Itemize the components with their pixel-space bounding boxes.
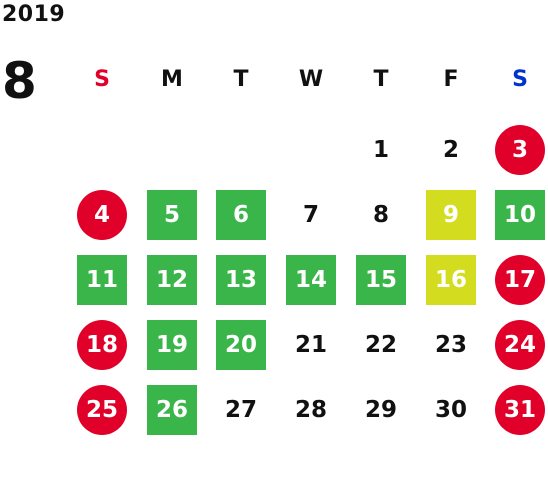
- day-cell-9[interactable]: 9: [426, 190, 476, 240]
- day-cell-7[interactable]: 7: [302, 202, 319, 228]
- day-cell-3[interactable]: 3: [495, 125, 545, 175]
- day-cell-14[interactable]: 14: [286, 255, 336, 305]
- weekday-header-weekday: M: [161, 67, 183, 92]
- day-cell-16[interactable]: 16: [426, 255, 476, 305]
- day-cell-8[interactable]: 8: [372, 202, 389, 228]
- calendar-month: 8: [2, 52, 37, 110]
- day-cell-21[interactable]: 21: [294, 332, 327, 358]
- day-cell-4[interactable]: 4: [77, 190, 127, 240]
- day-cell-20[interactable]: 20: [216, 320, 266, 370]
- day-cell-31[interactable]: 31: [495, 385, 545, 435]
- day-cell-11[interactable]: 11: [77, 255, 127, 305]
- day-cell-17[interactable]: 17: [495, 255, 545, 305]
- day-cell-13[interactable]: 13: [216, 255, 266, 305]
- day-cell-18[interactable]: 18: [77, 320, 127, 370]
- calendar-year: 2019: [2, 2, 66, 27]
- day-cell-29[interactable]: 29: [364, 397, 397, 423]
- day-cell-2[interactable]: 2: [442, 137, 459, 163]
- day-cell-1[interactable]: 1: [372, 137, 389, 163]
- day-cell-30[interactable]: 30: [434, 397, 467, 423]
- day-cell-25[interactable]: 25: [77, 385, 127, 435]
- weekday-header-weekday: F: [443, 67, 459, 92]
- day-cell-19[interactable]: 19: [147, 320, 197, 370]
- day-cell-10[interactable]: 10: [495, 190, 545, 240]
- day-cell-12[interactable]: 12: [147, 255, 197, 305]
- day-cell-15[interactable]: 15: [356, 255, 406, 305]
- day-cell-6[interactable]: 6: [216, 190, 266, 240]
- day-cell-27[interactable]: 27: [224, 397, 257, 423]
- weekday-header-weekday: T: [373, 67, 389, 92]
- day-cell-23[interactable]: 23: [434, 332, 467, 358]
- day-cell-22[interactable]: 22: [364, 332, 397, 358]
- day-cell-28[interactable]: 28: [294, 397, 327, 423]
- day-cell-5[interactable]: 5: [147, 190, 197, 240]
- day-cell-24[interactable]: 24: [495, 320, 545, 370]
- weekday-header-weekday: W: [298, 67, 324, 92]
- weekday-header-saturday: S: [512, 67, 528, 92]
- weekday-header-sunday: S: [94, 67, 110, 92]
- weekday-header-weekday: T: [233, 67, 249, 92]
- day-cell-26[interactable]: 26: [147, 385, 197, 435]
